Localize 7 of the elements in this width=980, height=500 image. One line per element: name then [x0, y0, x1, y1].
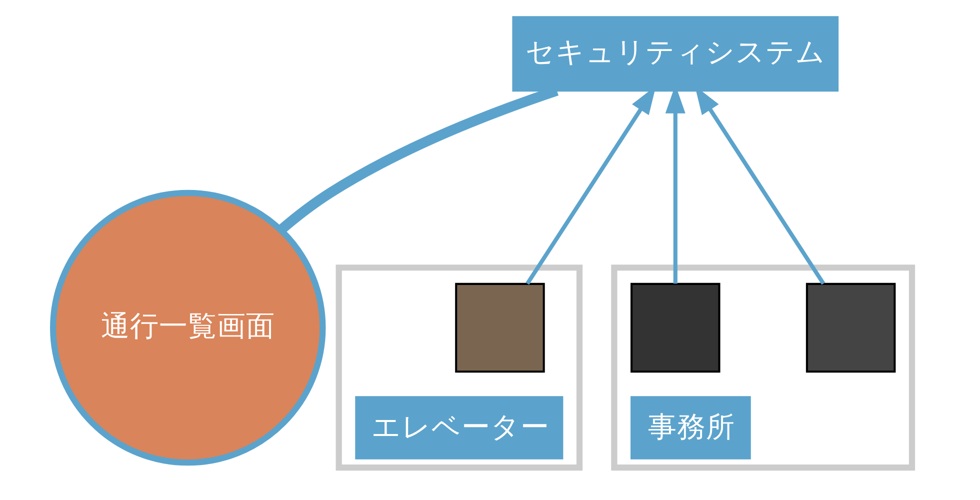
node-box: セキュリティシステム — [512, 16, 838, 92]
node-box — [454, 282, 544, 372]
node-circle: 通行一覧画面 — [50, 189, 326, 466]
cluster: 事務所 — [610, 264, 915, 470]
node-box — [805, 282, 896, 372]
cluster: エレベーター — [335, 264, 582, 470]
node-box — [630, 282, 720, 372]
